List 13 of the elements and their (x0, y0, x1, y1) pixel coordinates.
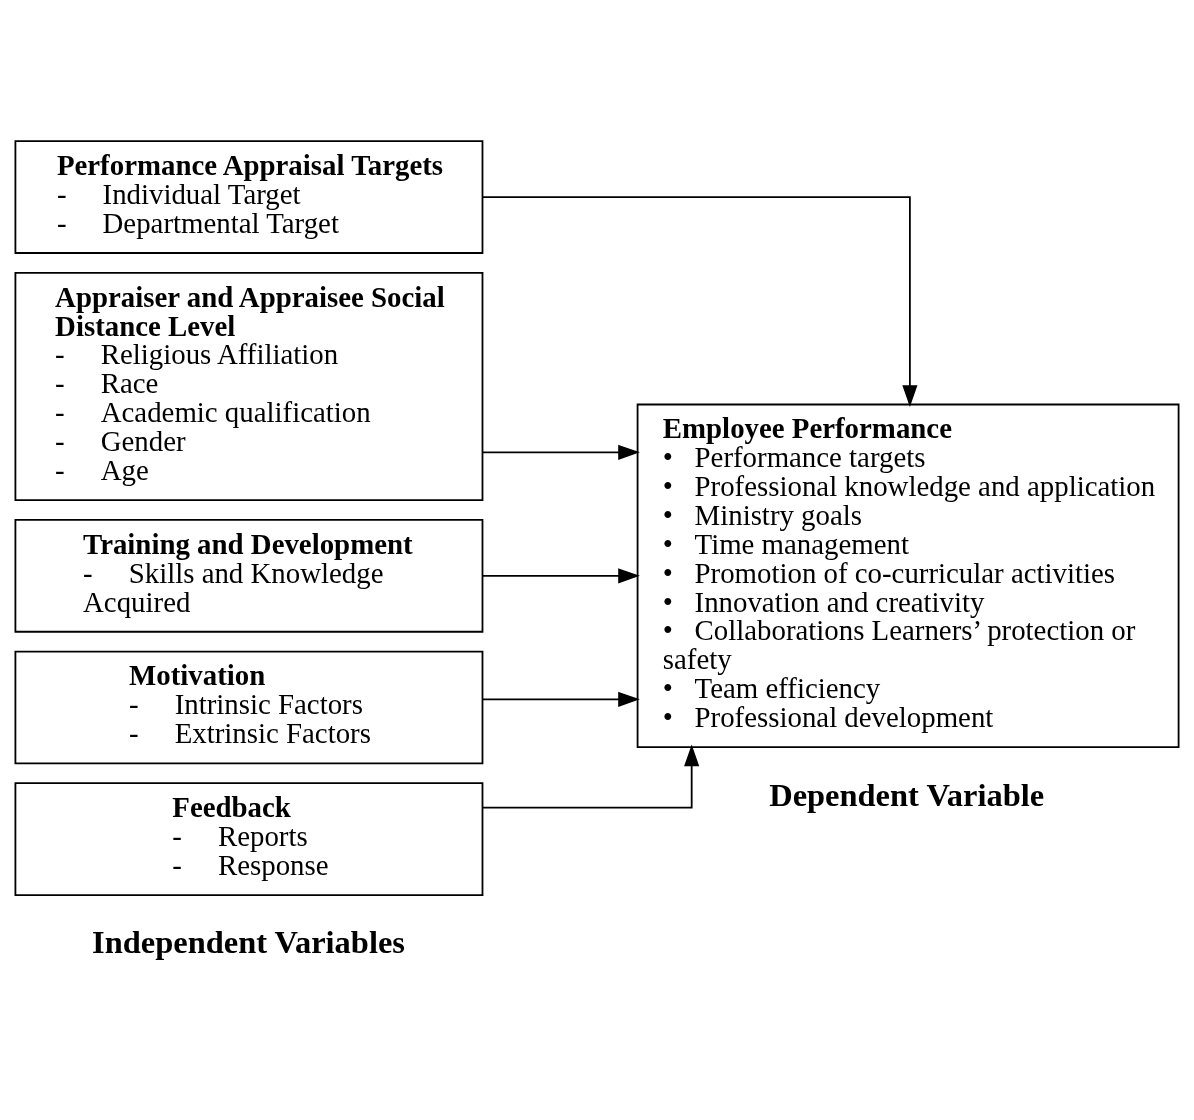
node-box: Performance Appraisal Targets - Individual Target - Departmental Target (14, 139, 484, 254)
label: Dependent Variable (769, 776, 1045, 813)
node-box: Employee Performance • Performance targets • Professional knowledge and application • Ministry goals • Time management • Promotion of co-curricular activities • Innovation and creativity • Collaborations Learners’ protection or safety • Team efficiency • Professional development (636, 403, 1180, 748)
node-box: Feedback - Reports - Response (14, 781, 484, 896)
node-box: Motivation - Intrinsic Factors - Extrinsic Factors (14, 650, 484, 764)
arrow (481, 691, 640, 707)
node-box: Appraiser and Appraisee Social Distance Level - Religious Affiliation - Race - Academic qualification - Gender - Age (14, 271, 484, 501)
node-box: Training and Development - Skills and Knowledge Acquired (14, 518, 484, 633)
arrow (482, 195, 918, 407)
arrow (481, 567, 640, 583)
arrow (481, 444, 640, 460)
label: Independent Variables (92, 923, 405, 960)
arrow (481, 744, 700, 808)
